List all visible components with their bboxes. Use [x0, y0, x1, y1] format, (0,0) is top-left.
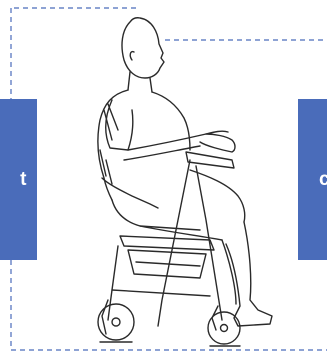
rear-wheel-fork	[102, 300, 108, 334]
measurement-guides	[11, 8, 327, 350]
front-wheel-fork	[212, 306, 218, 330]
front-wheel-hub	[221, 325, 228, 332]
right-label-box: c	[298, 99, 327, 260]
head-outline	[122, 18, 164, 78]
handle-grip	[186, 152, 234, 168]
torso-back	[98, 90, 128, 200]
right-label-text: c	[319, 169, 327, 191]
hand	[200, 134, 235, 152]
left-label-text: t	[20, 169, 27, 191]
hips	[112, 200, 200, 230]
rollator-rear-frame	[108, 246, 118, 320]
seated-person-rollator-drawing	[98, 18, 272, 346]
lower-leg-front	[226, 222, 272, 326]
neck	[128, 72, 152, 92]
ear	[130, 52, 134, 60]
rear-wheel-hub	[112, 318, 120, 326]
rollator-front-post	[196, 166, 222, 320]
rollator-seat	[120, 236, 214, 250]
rollator-backrest	[102, 178, 158, 208]
rollator-cross-bar	[112, 290, 210, 296]
rollator-handle-post	[158, 160, 190, 326]
left-label-box: t	[0, 99, 37, 260]
